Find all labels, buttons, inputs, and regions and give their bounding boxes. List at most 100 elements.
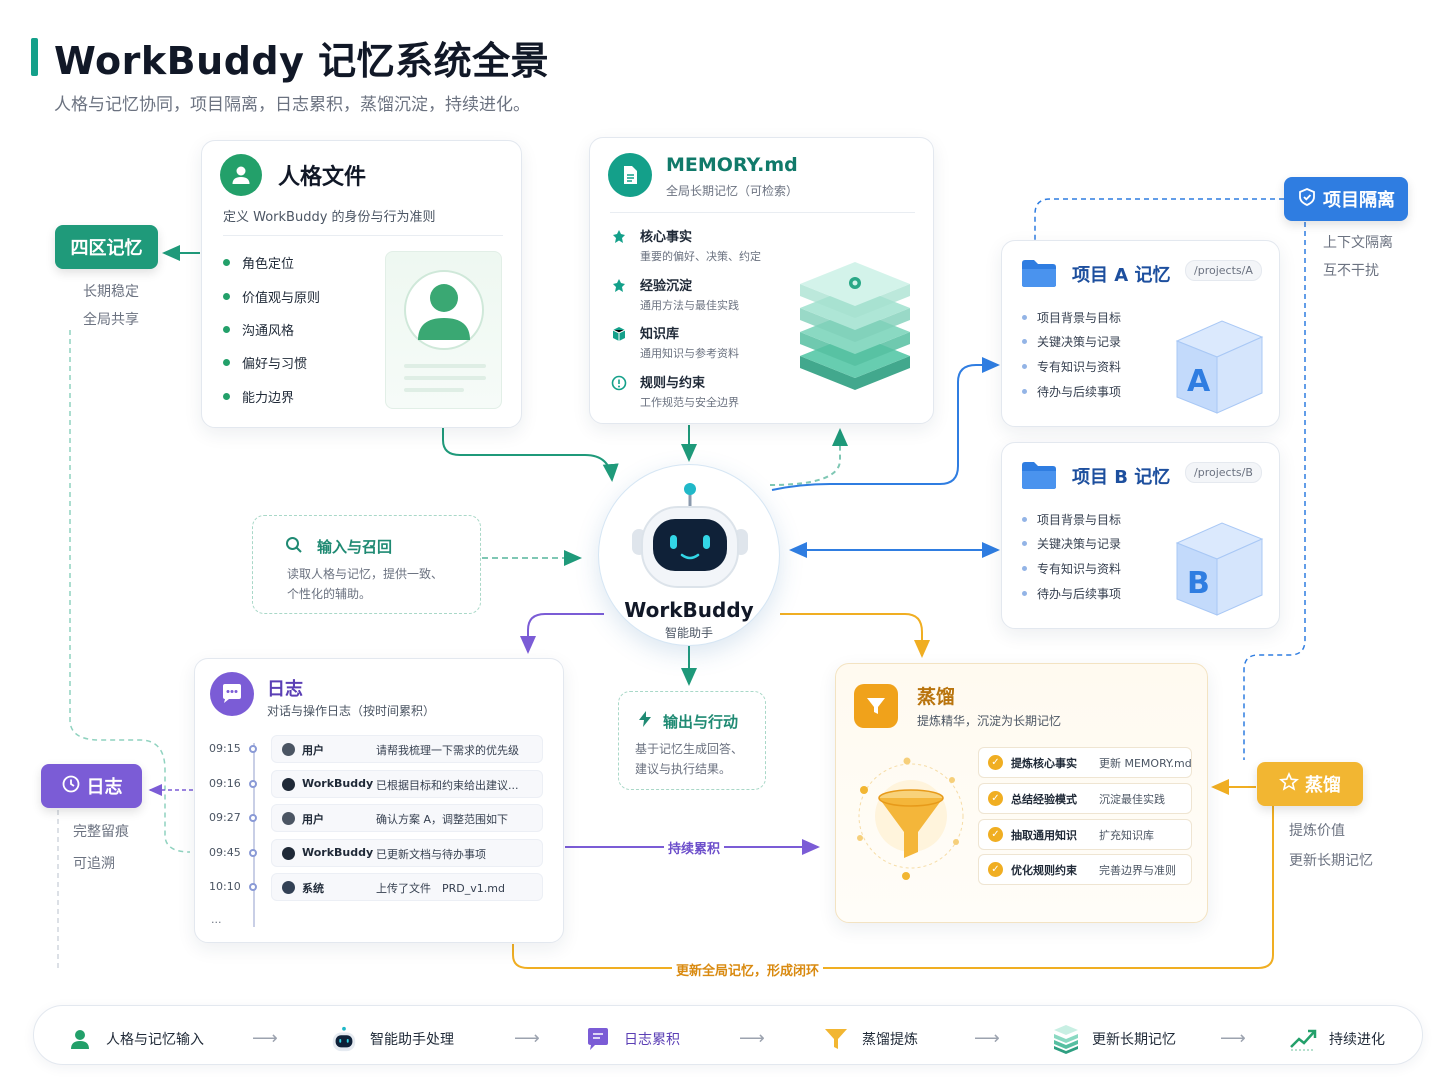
accumulate-flow-label: 持续累积 <box>664 838 725 857</box>
stack-icon <box>1052 1025 1080 1054</box>
project-item-label: 专有知识与资料 <box>1037 359 1122 374</box>
robot-icon <box>629 479 751 595</box>
page-subtitle: 人格与记忆协同，项目隔离，日志累积，蒸馏沉淀，持续进化。 <box>54 95 530 115</box>
loop-flow-label: 更新全局记忆，形成闭环 <box>672 960 824 979</box>
distill-item-value: 完善边界与准则 <box>1099 864 1176 878</box>
trend-icon <box>1289 1025 1317 1053</box>
cube-icon <box>610 325 628 343</box>
memory-subtitle: 全局长期记忆（可检索） <box>666 184 799 198</box>
workbuddy-subtitle: 智能助手 <box>664 626 713 640</box>
memory-item-title: 核心事实 <box>640 230 693 245</box>
lightning-icon <box>637 710 653 732</box>
step-arrow: ⟶ <box>252 1028 278 1049</box>
log-row: 09:16 WorkBuddy 已根据目标和约束给出建议... <box>209 768 549 803</box>
isolation-notes: 上下文隔离 互不干扰 <box>1323 229 1393 285</box>
four-zone-note: 长期稳定 <box>83 284 139 300</box>
step-label: 智能助手处理 <box>370 1032 454 1048</box>
distill-note: 更新长期记忆 <box>1289 853 1373 869</box>
memory-item-title: 经验沉淀 <box>640 278 693 294</box>
output-action-text: 基于记忆生成回答、 建议与执行结果。 <box>635 739 743 779</box>
log-message: 确认方案 A，调整范围如下 <box>376 813 509 826</box>
project-isolation-label: 项目隔离 <box>1323 190 1395 211</box>
four-zone-notes: 长期稳定 全局共享 <box>83 278 139 334</box>
distill-title: 蒸馏 <box>917 686 956 708</box>
distill-tag: 蒸馏 <box>1257 762 1363 806</box>
timeline-node <box>249 745 257 753</box>
log-speaker: WorkBuddy <box>302 845 374 859</box>
input-recall-line: 个性化的辅助。 <box>287 587 372 601</box>
project-a-title: 项目 A 记忆 <box>1072 265 1171 286</box>
memory-item-desc: 工作规范与安全边界 <box>640 395 739 409</box>
title-accent-bar <box>31 38 38 76</box>
distill-item: ✓ 优化规则约束 完善边界与准则 <box>978 854 1192 886</box>
log-entry: WorkBuddy 已根据目标和约束给出建议... <box>271 769 543 798</box>
step-log: 日志累积 <box>584 1025 680 1053</box>
persona-item: 价值观与原则 <box>223 279 320 312</box>
check-icon: ✓ <box>988 755 1003 770</box>
info-icon <box>610 374 628 392</box>
project-item: 待办与后续事项 <box>1022 581 1121 606</box>
log-speaker: 系统 <box>302 882 324 895</box>
log-entry: 用户 请帮我梳理一下需求的优先级 <box>271 735 543 763</box>
pin-icon <box>610 277 628 295</box>
log-speaker: WorkBuddy <box>302 776 374 790</box>
step-persona-input: 人格与记忆输入 <box>66 1025 204 1053</box>
step-label: 持续进化 <box>1329 1032 1385 1048</box>
step-label: 蒸馏提炼 <box>862 1032 918 1048</box>
memory-item-title: 知识库 <box>640 327 680 342</box>
log-tag: 日志 <box>41 764 142 808</box>
log-speaker: 用户 <box>302 744 324 757</box>
persona-item: 能力边界 <box>223 380 320 413</box>
step-label: 人格与记忆输入 <box>106 1032 204 1048</box>
project-item-label: 关键决策与记录 <box>1037 537 1122 552</box>
four-zone-note: 全局共享 <box>83 312 139 328</box>
funnel-illustration <box>852 752 970 882</box>
log-notes: 完整留痕 可追溯 <box>73 816 129 880</box>
user-icon <box>282 743 295 756</box>
folder-icon <box>1020 459 1058 495</box>
log-message: 请帮我梳理一下需求的优先级 <box>376 744 519 757</box>
project-a-cube-illustration: A <box>1167 313 1267 417</box>
output-action-title: 输出与行动 <box>663 713 739 731</box>
workbuddy-name: WorkBuddy <box>624 598 754 622</box>
persona-profile-illustration <box>385 251 502 409</box>
persona-item-label: 角色定位 <box>242 257 295 273</box>
search-icon <box>285 536 303 558</box>
log-time: 10:10 <box>209 880 241 893</box>
memory-item-desc: 通用知识与参考资料 <box>640 347 739 360</box>
page-title: WorkBuddy 记忆系统全景 <box>54 39 550 83</box>
project-a-card: 项目 A 记忆 /projects/A 项目背景与目标 关键决策与记录 专有知识… <box>1001 240 1280 427</box>
memory-item: 规则与约束工作规范与安全边界 <box>610 372 761 421</box>
step-assistant: 智能助手处理 <box>330 1025 454 1053</box>
star-icon <box>1279 771 1299 797</box>
project-b-cube-illustration: B <box>1167 515 1267 619</box>
folder-icon <box>1020 257 1058 293</box>
distill-item: ✓ 提炼核心事实 更新 MEMORY.md <box>978 747 1192 778</box>
output-action-line: 建议与执行结果。 <box>635 762 732 776</box>
clock-icon <box>61 774 81 799</box>
log-time: 09:27 <box>209 811 241 824</box>
distill-item: ✓ 总结经验模式 沉淀最佳实践 <box>978 782 1192 814</box>
persona-user-icon <box>220 154 262 196</box>
project-b-path: /projects/B <box>1185 462 1262 483</box>
chat-icon <box>210 672 254 716</box>
document-icon <box>608 153 652 197</box>
log-time: 09:15 <box>209 742 241 755</box>
distill-card: 蒸馏 提炼精华，沉淀为长期记忆 ✓ 提炼核心事实 更新 MEMORY.md ✓ … <box>835 663 1208 923</box>
project-item-label: 待办与后续事项 <box>1037 384 1122 399</box>
log-row-list: 09:15 用户 请帮我梳理一下需求的优先级 09:16 WorkBuddy 已… <box>209 733 549 906</box>
project-item: 项目背景与目标 <box>1022 305 1121 330</box>
distill-item-value: 沉淀最佳实践 <box>1099 792 1165 806</box>
divider <box>223 235 503 236</box>
log-entry: 系统 上传了文件 PRD_v1.md <box>271 873 543 901</box>
log-title: 日志 <box>267 679 303 700</box>
log-note: 完整留痕 <box>73 824 129 840</box>
persona-item-label: 价值观与原则 <box>242 290 321 306</box>
distill-item-value: 扩充知识库 <box>1099 828 1154 842</box>
memory-item: 经验沉淀通用方法与最佳实践 <box>610 275 761 324</box>
memory-item: 核心事实重要的偏好、决策、约定 <box>610 226 761 275</box>
log-subtitle: 对话与操作日志（按时间累积） <box>267 704 436 718</box>
check-icon: ✓ <box>988 862 1003 878</box>
log-tag-label: 日志 <box>86 777 123 798</box>
timeline-node <box>249 779 257 788</box>
